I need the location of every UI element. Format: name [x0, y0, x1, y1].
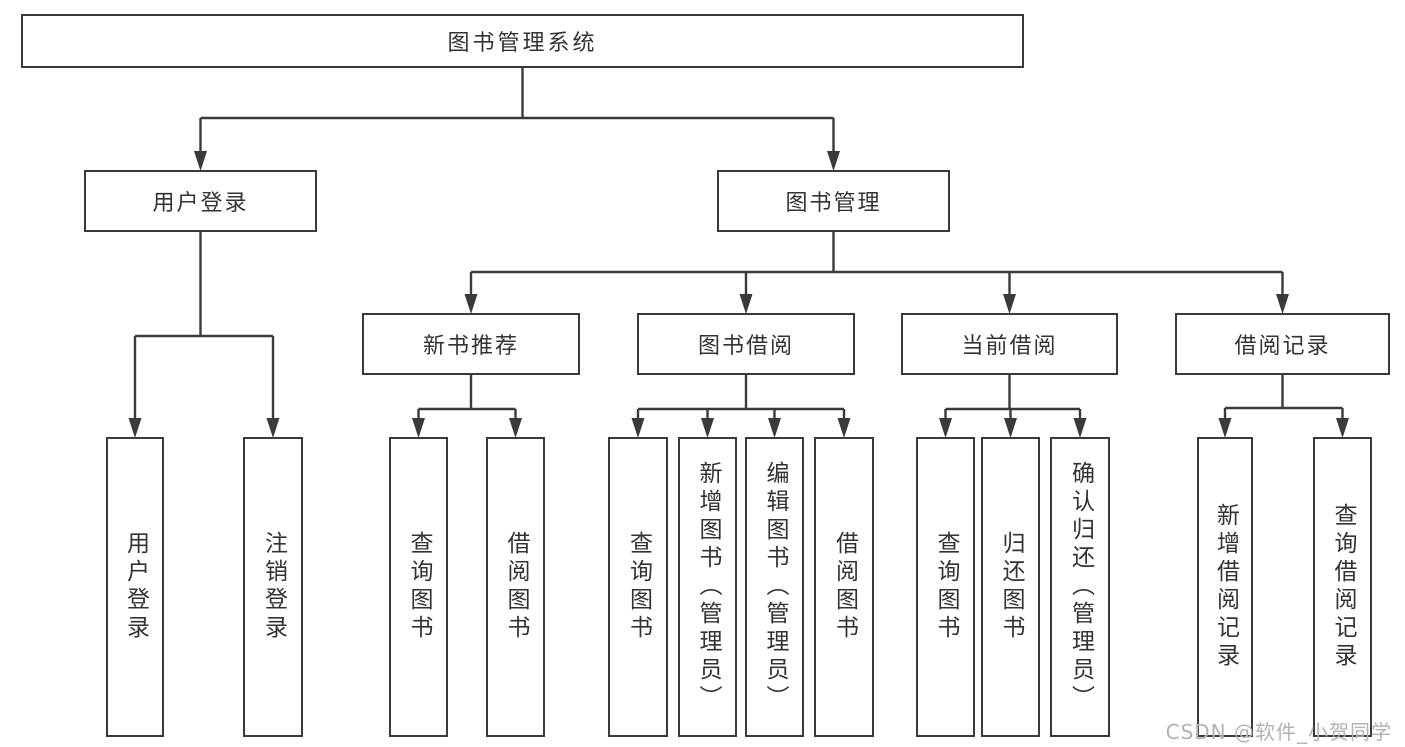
- node-borrowing-records: 借阅记录: [1175, 313, 1390, 375]
- node-current-borrowing-label: 当前借阅: [961, 334, 1058, 359]
- node-book-management: 图书管理: [717, 170, 950, 232]
- node-book-borrowing-label: 图书借阅: [697, 334, 794, 359]
- node-user-login-label: 用户登录: [152, 191, 249, 216]
- node-leaf-logout: 注销登录: [243, 437, 303, 737]
- node-leaf-edit-book-admin-label: 编辑图书（管理员）: [762, 461, 788, 713]
- connector-user-login-children: [133, 232, 275, 419]
- node-leaf-confirm-return-admin: 确认归还（管理员）: [1050, 437, 1110, 737]
- node-current-borrowing: 当前借阅: [901, 313, 1118, 375]
- node-user-login: 用户登录: [84, 170, 317, 232]
- node-leaf-query-books-1-label: 查询图书: [406, 531, 432, 643]
- node-leaf-user-login-label: 用户登录: [122, 531, 149, 643]
- node-leaf-add-borrow-record-label: 新增借阅记录: [1212, 503, 1239, 671]
- node-leaf-borrow-books-2: 借阅图书: [814, 437, 874, 737]
- node-leaf-query-books-1: 查询图书: [389, 437, 448, 737]
- node-leaf-query-books-3-label: 查询图书: [933, 531, 959, 643]
- node-leaf-query-borrow-record-label: 查询借阅记录: [1330, 503, 1356, 671]
- node-book-management-label: 图书管理: [785, 191, 882, 216]
- node-leaf-return-books: 归还图书: [981, 437, 1040, 737]
- node-library-system: 图书管理系统: [21, 14, 1024, 68]
- node-leaf-return-books-label: 归还图书: [998, 531, 1024, 643]
- node-leaf-borrow-books-1-label: 借阅图书: [503, 531, 529, 643]
- node-leaf-query-books-3: 查询图书: [916, 437, 975, 737]
- node-leaf-edit-book-admin: 编辑图书（管理员）: [745, 437, 804, 737]
- node-leaf-logout-label: 注销登录: [260, 531, 287, 643]
- node-leaf-add-borrow-record: 新增借阅记录: [1197, 437, 1253, 737]
- connector-current-borrow-children: [944, 375, 1082, 419]
- csdn-watermark: CSDN @软件_小贺同学: [1165, 720, 1392, 744]
- connector-book-management-children: [469, 232, 1284, 295]
- node-leaf-query-books-2: 查询图书: [608, 437, 668, 737]
- connector-new-book-children: [417, 375, 517, 419]
- node-leaf-borrow-books-2-label: 借阅图书: [831, 531, 858, 643]
- node-leaf-query-books-2-label: 查询图书: [625, 531, 652, 643]
- node-leaf-borrow-books-1: 借阅图书: [486, 437, 545, 737]
- node-new-book-recommendation-label: 新书推荐: [422, 334, 519, 359]
- node-book-borrowing: 图书借阅: [637, 313, 855, 375]
- node-leaf-query-borrow-record: 查询借阅记录: [1313, 437, 1372, 737]
- connector-book-borrow-children: [636, 375, 846, 419]
- connector-borrow-record-children: [1223, 375, 1344, 419]
- node-leaf-user-login: 用户登录: [106, 437, 164, 737]
- node-leaf-confirm-return-admin-label: 确认归还（管理员）: [1067, 461, 1094, 713]
- node-leaf-add-book-admin-label: 新增图书（管理员）: [695, 461, 721, 713]
- node-library-system-label: 图书管理系统: [447, 31, 598, 56]
- node-borrowing-records-label: 借阅记录: [1234, 334, 1331, 359]
- node-leaf-add-book-admin: 新增图书（管理员）: [678, 437, 737, 737]
- connector-root-to-level2: [199, 68, 835, 152]
- node-new-book-recommendation: 新书推荐: [362, 313, 580, 375]
